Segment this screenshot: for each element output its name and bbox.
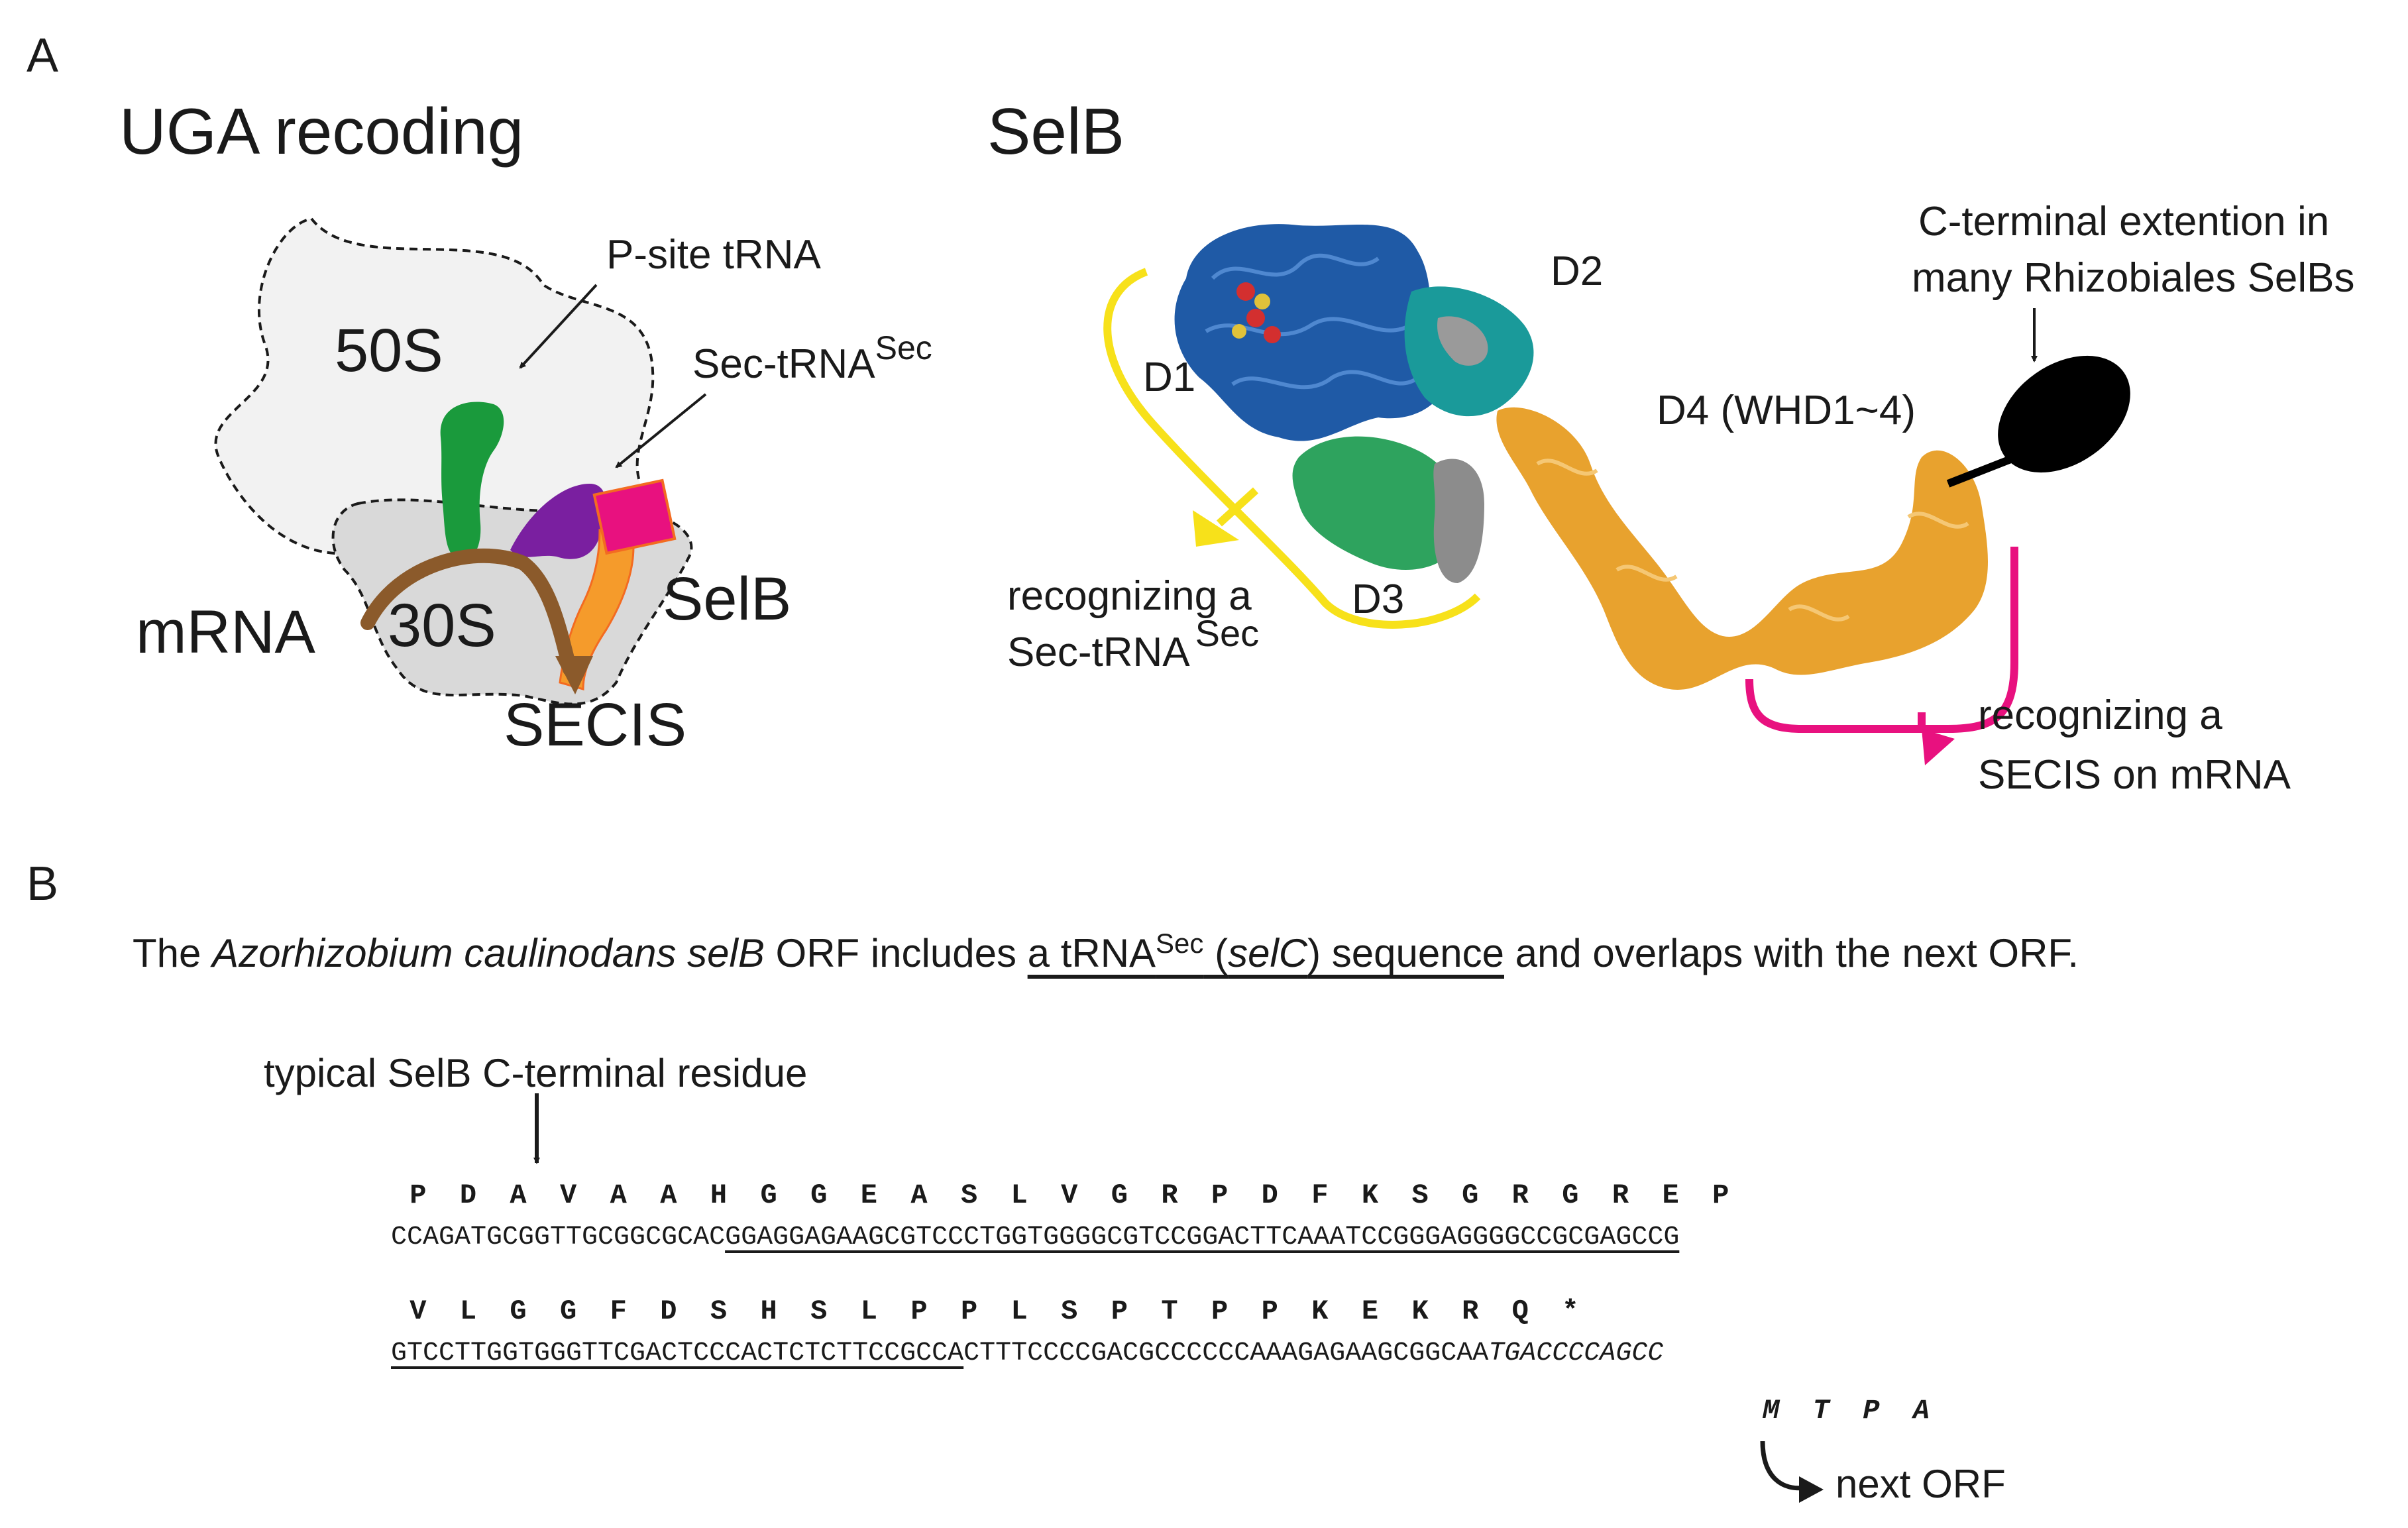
p-site-arrow	[519, 284, 598, 369]
label-30s: 30S	[388, 592, 496, 659]
label-d4: D4 (WHD1~4)	[1657, 388, 1916, 433]
selb-body-shape	[559, 529, 635, 690]
gray-helix-1	[1437, 316, 1488, 366]
magenta-bracket-arrowhead	[1922, 729, 1955, 765]
sec-trna-shape	[510, 484, 606, 559]
orf-description: The Azorhizobium caulinodans selB ORF in…	[133, 928, 2079, 975]
selb-structure: D1 D2 D3 D4 (WHD1~4) C-terminal extentio…	[1007, 199, 2355, 798]
next-orf-label: next ORF	[1835, 1462, 2006, 1506]
label-p-site-trna: P-site tRNA	[606, 232, 821, 278]
selb-title: SelB	[987, 95, 1124, 168]
mrna-strand	[360, 548, 577, 677]
label-mrna: mRNA	[136, 598, 316, 666]
label-c-terminal-line1: C-terminal extention in	[1918, 199, 2329, 245]
label-recog-secis-line2: SECIS on mRNA	[1978, 752, 2291, 798]
domain-d4-chain	[1496, 407, 1988, 690]
label-secis: SECIS	[504, 691, 686, 759]
c-terminal-extension-ellipse	[1998, 355, 2130, 473]
seq-row1-nt: CCAGATGCGGTTGCGGCGCACGGAGGAGAAGCGTCCCTGG…	[391, 1223, 1680, 1252]
magenta-bracket	[1745, 547, 2018, 733]
ribosome-schematic: 50S 30S P-site tRNA Sec-tRNASec SelB mRN…	[136, 217, 932, 759]
next-orf-arrowhead	[1799, 1476, 1824, 1503]
yellow-bracket-arrowhead	[1193, 510, 1239, 547]
label-d1: D1	[1143, 355, 1195, 400]
domain-d3-shape	[1292, 436, 1463, 570]
ribosome-50s-shape	[214, 217, 662, 555]
label-selb: SelB	[663, 565, 791, 633]
p-site-trna-shape	[440, 402, 504, 561]
label-c-terminal-line2: many Rhizobiales SelBs	[1912, 255, 2355, 301]
panel-letter-a: A	[27, 29, 58, 82]
label-sec-trna: Sec-tRNASec	[692, 329, 932, 387]
sec-trna-arrow	[615, 393, 707, 468]
next-orf-aa: M T P A	[1763, 1395, 1930, 1427]
panel-letter-b: B	[27, 857, 58, 910]
ligand-spheres	[1232, 282, 1281, 343]
gray-helix-2	[1433, 459, 1484, 583]
seq-row2-nt: GTCCTTGGTGGGTTCGACTCCCACTCTCTTCCGCCACTTT…	[391, 1338, 1664, 1368]
label-recog-trna-line1: recognizing a	[1007, 573, 1252, 619]
domain-d1-shape	[1174, 224, 1448, 441]
seq-row1-aa: P D A V A A H G G E A S L V G R P D F K …	[393, 1179, 1729, 1211]
uga-recoding-title: UGA recoding	[119, 95, 523, 168]
selb-tip-square	[592, 478, 677, 555]
label-d2: D2	[1551, 248, 1603, 294]
yellow-bracket	[1103, 268, 1481, 629]
domain-d4-ribbon-detail	[1536, 459, 1969, 622]
label-50s: 50S	[335, 317, 443, 384]
panel-b: The Azorhizobium caulinodans selB ORF in…	[0, 861, 2408, 1524]
mrna-arrowhead	[555, 656, 593, 694]
label-d3: D3	[1352, 576, 1404, 622]
seq-row2-aa: V L G G F D S H S L P P L S P T P P K E …	[393, 1295, 1579, 1327]
next-orf-arrow-curve	[1760, 1441, 1806, 1491]
c-terminal-residue-note: typical SelB C-terminal residue	[264, 1051, 808, 1095]
label-recog-secis-line1: recognizing a	[1978, 692, 2222, 738]
yellow-bracket-stem	[1216, 487, 1259, 527]
